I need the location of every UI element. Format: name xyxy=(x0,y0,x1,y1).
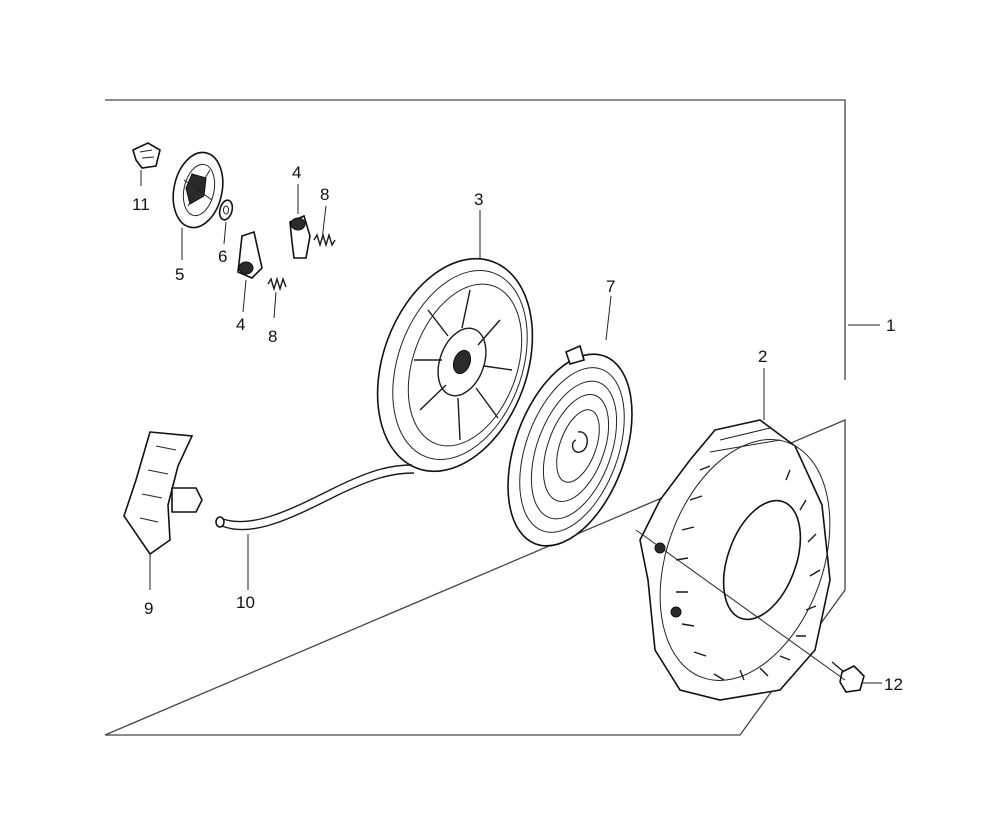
callout-12: 12 xyxy=(884,675,903,694)
part-10-rope xyxy=(215,464,415,531)
callout-4-lower: 4 xyxy=(236,315,245,334)
callout-10: 10 xyxy=(236,593,255,612)
callout-11: 11 xyxy=(132,195,150,214)
part-7-recoil-spring xyxy=(507,344,633,547)
callout-4-upper: 4 xyxy=(292,163,301,182)
part-9-starter-handle xyxy=(123,431,203,556)
callout-3: 3 xyxy=(474,190,483,209)
part-3-reel xyxy=(376,257,534,473)
part-8-spring-upper xyxy=(313,232,336,248)
part-6-washer xyxy=(218,199,234,221)
part-2-starter-case xyxy=(639,419,831,701)
callout-5: 5 xyxy=(175,265,184,284)
callout-2: 2 xyxy=(758,347,767,366)
part-11-bolt xyxy=(132,142,161,169)
callout-6: 6 xyxy=(218,247,227,266)
callout-9: 9 xyxy=(144,599,153,618)
assembly-frame xyxy=(104,99,846,736)
callout-labels: 1 2 3 4 4 5 6 7 8 8 9 10 11 12 xyxy=(132,163,903,694)
part-8-spring-lower xyxy=(267,276,287,292)
part-4-ratchet-pawl-upper xyxy=(289,214,311,259)
callout-1: 1 xyxy=(886,316,895,335)
callout-8-upper: 8 xyxy=(320,185,329,204)
part-12-bolt xyxy=(831,661,865,693)
leader-lines xyxy=(140,170,882,684)
callout-7: 7 xyxy=(606,277,615,296)
part-5-friction-plate xyxy=(172,151,224,229)
part-4-ratchet-pawl-lower xyxy=(237,230,263,279)
callout-8-lower: 8 xyxy=(268,327,277,346)
